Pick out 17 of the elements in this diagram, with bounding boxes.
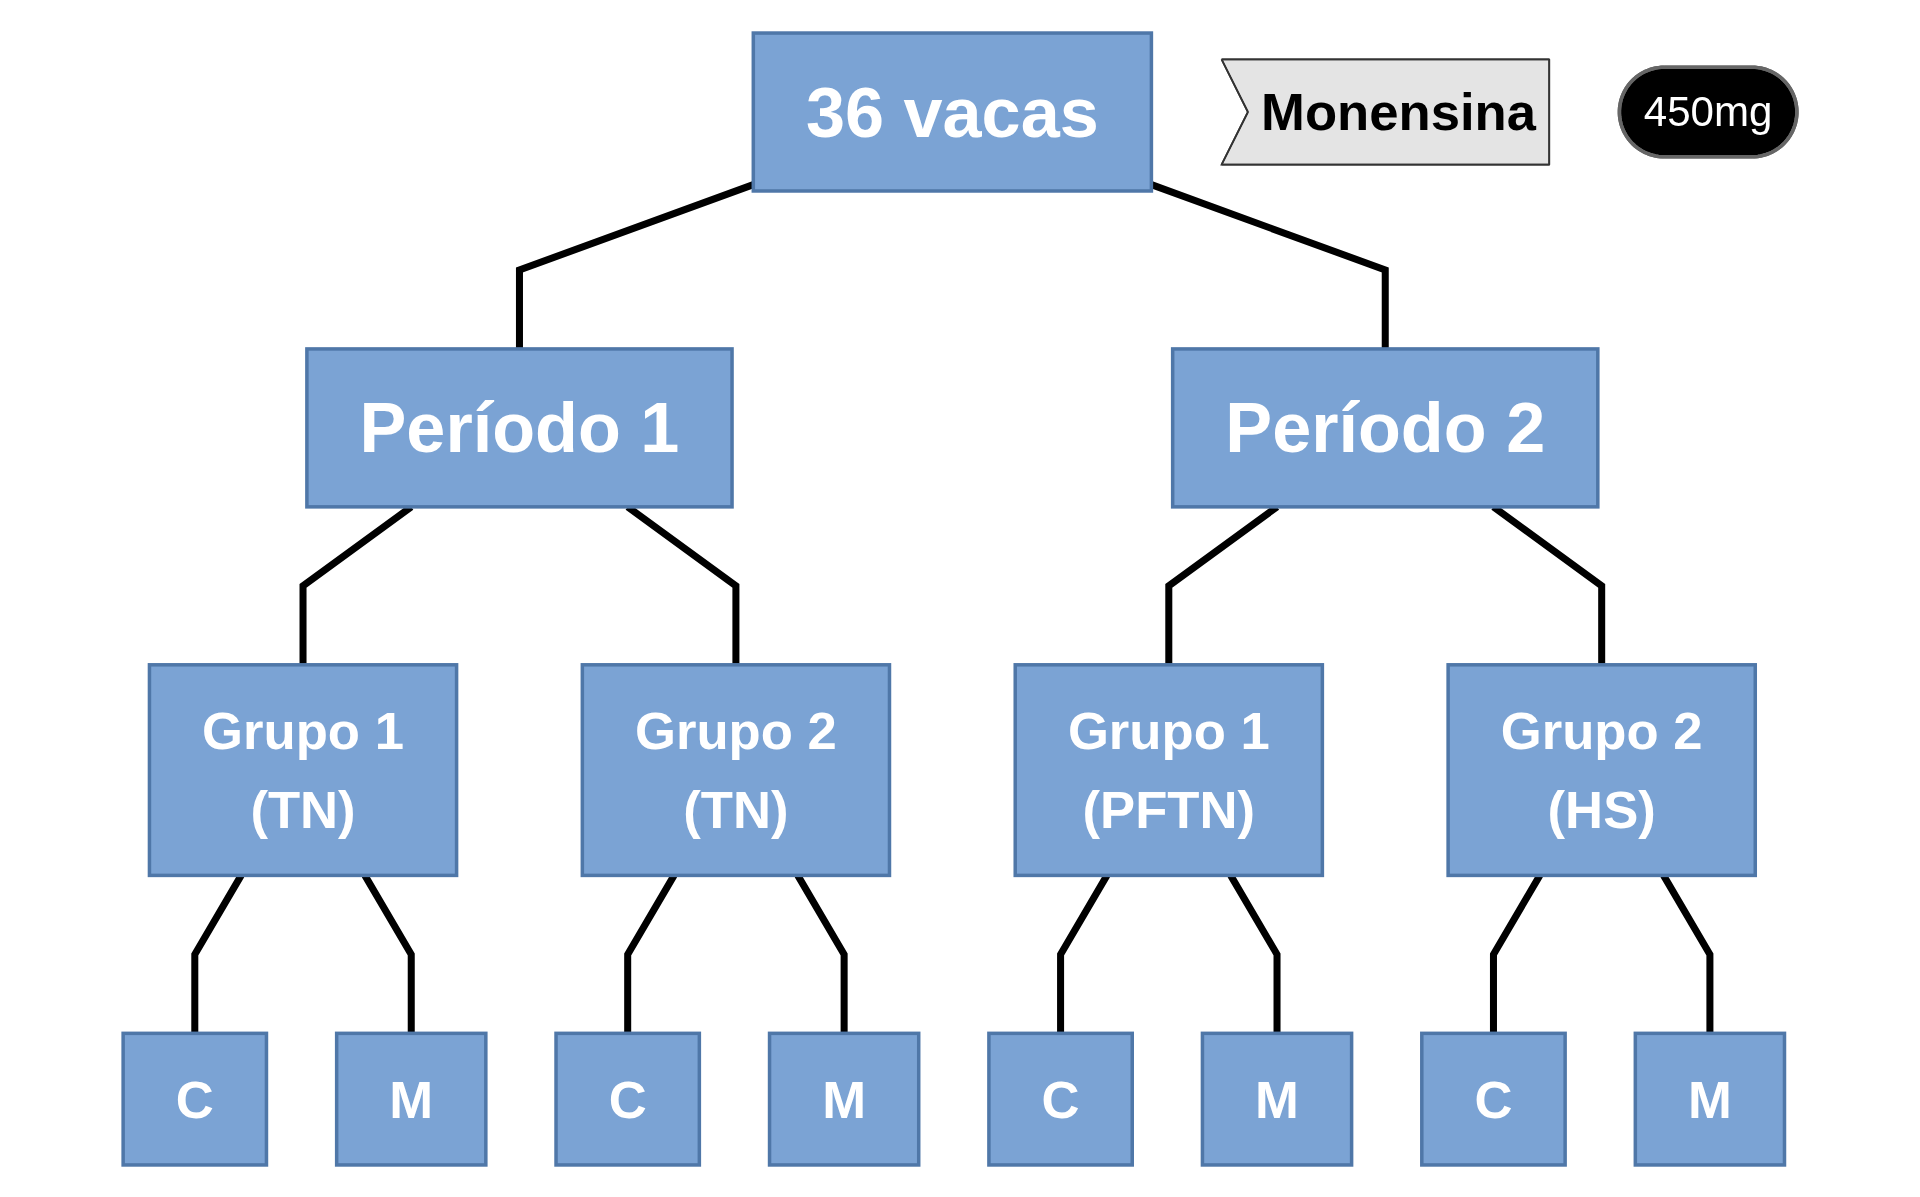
node-box: Grupo 1 (TN) xyxy=(147,662,459,877)
connector xyxy=(1150,180,1389,349)
node-box: Grupo 1 (PFTN) xyxy=(1013,662,1325,877)
node-box: C xyxy=(121,1031,269,1167)
node-box: Grupo 2 (TN) xyxy=(580,662,892,877)
node-box: Grupo 2 (HS) xyxy=(1446,662,1757,877)
node-box: C xyxy=(987,1031,1134,1167)
node-box: Período 2 xyxy=(1170,346,1600,509)
node-box: 36 vacas xyxy=(751,30,1154,193)
node-box: C xyxy=(1420,1031,1567,1167)
node-box: M xyxy=(1633,1031,1787,1167)
connector xyxy=(515,180,755,349)
node-box: M xyxy=(767,1031,921,1167)
node-box: M xyxy=(1200,1031,1354,1167)
node-box: Período 1 xyxy=(305,346,734,509)
node-box: C xyxy=(554,1031,702,1167)
node-box: M xyxy=(334,1031,488,1167)
